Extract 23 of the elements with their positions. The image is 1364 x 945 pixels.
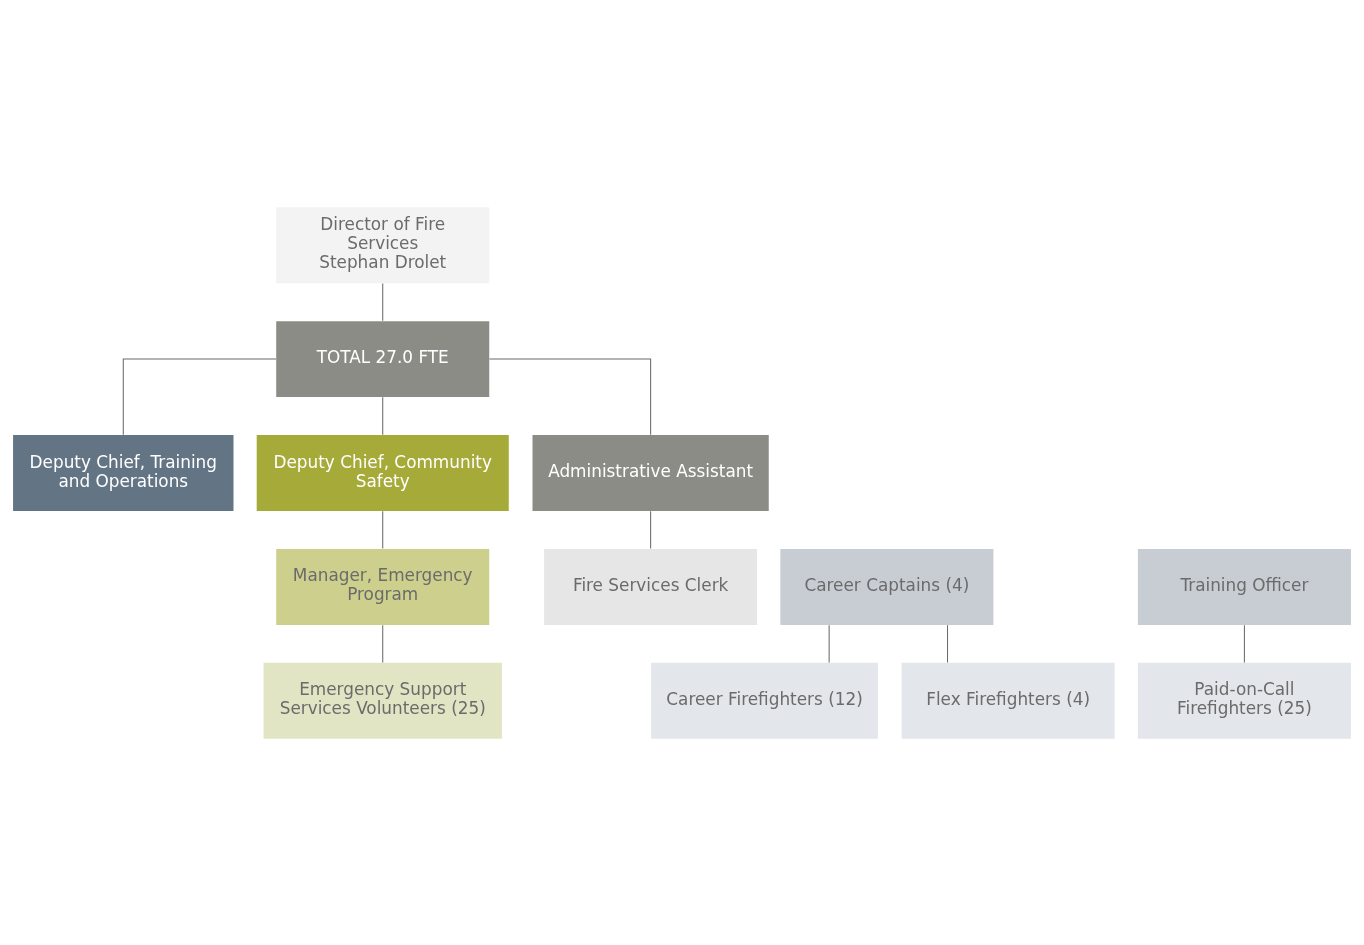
- node-box: Career Firefighters (12): [651, 662, 878, 739]
- node-box: Emergency Support Services Volunteers (25): [263, 662, 502, 739]
- connector: [650, 510, 652, 549]
- connector: [1243, 624, 1245, 663]
- node-box: Deputy Chief, Training and Operations: [13, 434, 234, 511]
- node-box: Deputy Chief, Community Safety: [256, 434, 509, 511]
- connector: [828, 624, 830, 663]
- connector: [382, 396, 384, 435]
- node-box: Manager, Emergency Program: [276, 548, 490, 625]
- connector: [947, 624, 949, 663]
- node-box: Paid-on-Call Firefighters (25): [1137, 662, 1351, 739]
- node-box: Fire Services Clerk: [544, 548, 758, 625]
- node-box: Administrative Assistant: [532, 434, 769, 511]
- node-box: Career Captains (4): [780, 548, 994, 625]
- node-box: Flex Firefighters (4): [901, 662, 1115, 739]
- connector: [122, 358, 277, 435]
- connector: [382, 510, 384, 549]
- node-box: Director of Fire Services Stephan Drolet: [276, 206, 490, 283]
- connector: [488, 358, 652, 435]
- node-box: TOTAL 27.0 FTE: [276, 320, 490, 397]
- connector: [382, 282, 384, 321]
- connector: [382, 624, 384, 663]
- node-box: Training Officer: [1137, 548, 1351, 625]
